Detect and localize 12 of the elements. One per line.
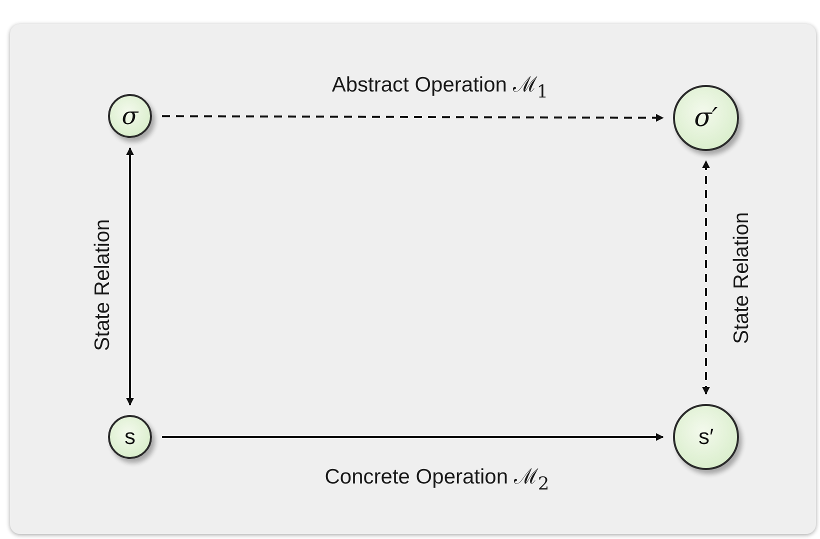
edge-label: State Relation xyxy=(730,212,754,344)
arrow xyxy=(126,147,134,406)
state-label: σ xyxy=(122,102,138,130)
arrow xyxy=(162,114,664,122)
edge-label: Concrete Operation ℳ$_{2}$ xyxy=(324,464,550,495)
edge-label: Abstract Operation ℳ$_{1}$ xyxy=(332,72,548,103)
arrow xyxy=(702,160,710,395)
state-label: s′ xyxy=(698,424,714,450)
state-label: s xyxy=(124,424,136,450)
edge-label: State Relation xyxy=(91,219,115,351)
state-label: σ′ xyxy=(694,103,718,133)
arrow xyxy=(162,433,664,441)
